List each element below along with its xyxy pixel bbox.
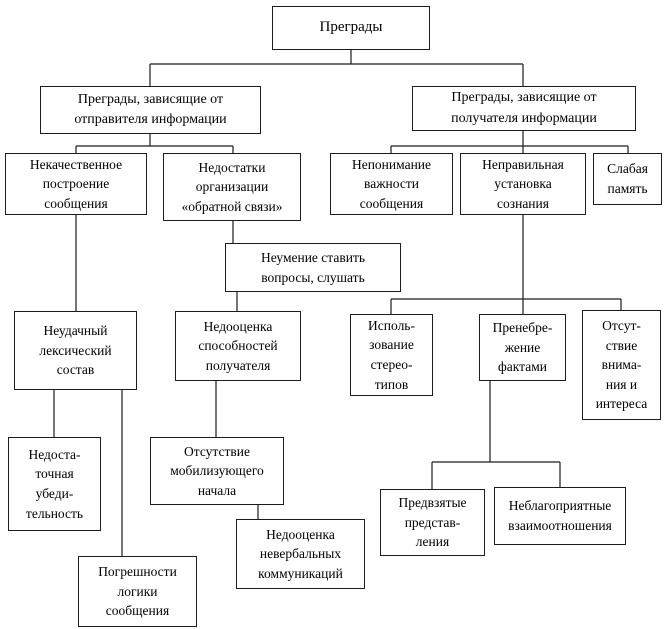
node-wrong-mindset: Неправильная установка сознания (460, 153, 586, 215)
node-barriers: Преграды (272, 6, 430, 50)
node-insufficient-persuasiveness: Недоста- точная убеди- тельность (8, 437, 101, 531)
node-unfavorable-relationships: Неблагоприятные взаимоотношения (494, 487, 626, 545)
node-poor-lexical-composition: Неудачный лексический состав (14, 311, 137, 390)
node-message-logic-errors: Погрешности логики сообщения (78, 556, 197, 627)
node-sender-barriers: Преграды, зависящие от отправителя инфор… (40, 86, 261, 134)
node-underestimated-nonverbal: Недооценка невербальных коммуникаций (236, 519, 365, 589)
node-lack-attention-interest: Отсут- ствие внима- ния и интереса (582, 310, 661, 420)
node-neglect-of-facts: Пренебре- жение фактами (479, 314, 566, 381)
node-feedback-organization-flaws: Недостатки организации «обратной связи» (163, 153, 301, 221)
node-inability-ask-listen: Неумение ставить вопросы, слушать (225, 243, 401, 292)
node-weak-memory: Слабая память (593, 153, 662, 205)
node-receiver-barriers: Преграды, зависящие от получателя информ… (412, 86, 636, 131)
node-stereotype-use: Исполь- зование стерео- типов (350, 314, 433, 396)
node-underestimated-receiver-abilities: Недооценка способностей получателя (175, 311, 301, 381)
node-biased-perceptions: Предвзятые представ- ления (380, 489, 485, 556)
node-misunderstood-importance: Непонимание важности сообщения (330, 153, 453, 215)
node-poor-message-construction: Некачественное построение сообщения (5, 153, 147, 215)
node-no-mobilizing-start: Отсутствие мобилизующего начала (150, 437, 284, 505)
